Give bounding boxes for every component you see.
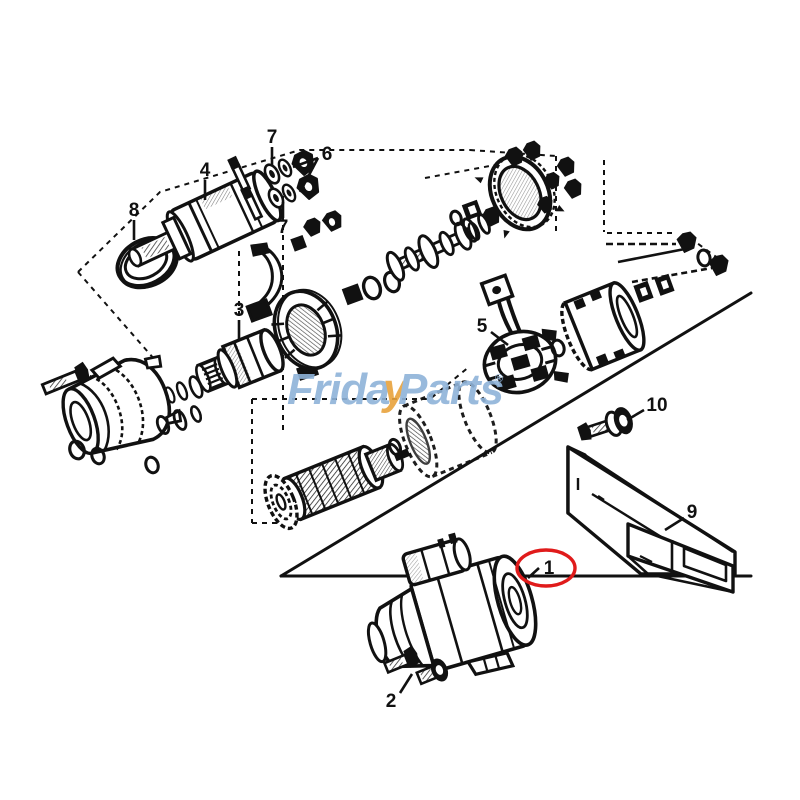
callout-10[interactable]: 10	[626, 395, 668, 422]
part-drive-pinion-clutch	[195, 327, 285, 394]
callout-6-label: 6	[322, 144, 333, 165]
callout-8[interactable]: 8	[129, 200, 140, 240]
part-starter-motor-assembly	[366, 532, 538, 677]
part-end-cover-bolts	[449, 140, 582, 227]
watermark-text-frida: Frida	[287, 365, 390, 414]
watermark-fridayparts: Frida y Parts ®	[287, 365, 504, 414]
part-through-bolts	[606, 231, 729, 284]
part-mounting-bolts	[382, 645, 449, 686]
callout-7-upper-label: 7	[267, 127, 278, 148]
callout-7-lower[interactable]: 7	[278, 202, 289, 238]
callout-10-label: 10	[646, 395, 667, 416]
callout-1[interactable]: 1	[515, 548, 577, 588]
callout-9-label: 9	[687, 502, 698, 523]
callout-8-label: 8	[129, 200, 140, 221]
callout-5[interactable]: 5	[477, 316, 509, 347]
part-solenoid-switch	[127, 155, 283, 268]
callout-layer: 8 4 7 6 7 3 5 10	[129, 127, 698, 712]
highlight-ellipse	[515, 548, 577, 588]
callout-1-label: 1	[544, 558, 555, 579]
part-bracket-bolt	[577, 407, 633, 441]
part-small-hardware-cluster	[290, 210, 342, 252]
callout-2[interactable]: 2	[386, 673, 414, 712]
part-brush-lead-strap	[245, 242, 284, 323]
part-washer-armature-right	[387, 437, 403, 457]
part-field-frame-ghost	[398, 380, 498, 479]
callout-7-lower-label: 7	[278, 217, 289, 238]
callout-6[interactable]: 6	[292, 144, 333, 193]
callout-4-label: 4	[200, 160, 211, 181]
part-housing-hardware	[68, 439, 160, 475]
part-field-frame-yoke	[560, 280, 646, 372]
part-armature-end-plate	[263, 473, 299, 531]
part-mounting-bracket	[566, 445, 737, 594]
callout-4[interactable]: 4	[200, 160, 211, 200]
callout-3[interactable]: 3	[234, 300, 245, 341]
part-washer-run-mid-left	[155, 405, 203, 435]
watermark-text-y: y	[381, 365, 410, 414]
callout-2-label: 2	[386, 691, 397, 712]
callout-9[interactable]: 9	[664, 502, 698, 532]
callout-7-upper[interactable]: 7	[267, 127, 278, 166]
part-field-frame-screws	[633, 273, 675, 303]
watermark-text-parts: Parts	[398, 365, 503, 414]
part-washer-brush-side	[550, 338, 566, 358]
watermark-registered-mark: ®	[495, 373, 503, 385]
divider-diagonal	[279, 291, 753, 578]
part-field-coil-ring	[271, 288, 343, 371]
callout-5-label: 5	[477, 316, 488, 337]
callout-3-label: 3	[234, 300, 245, 321]
part-brush-holder-assembly	[479, 273, 569, 395]
